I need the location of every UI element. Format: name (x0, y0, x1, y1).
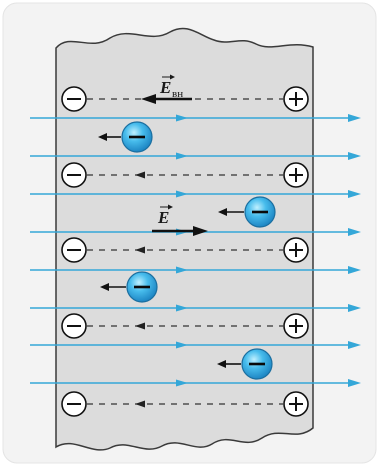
external-field-line (30, 304, 361, 312)
charge-pair (61, 313, 309, 339)
external-field-line-arrowhead-right (348, 266, 361, 274)
charge-pair (61, 237, 309, 263)
internal-field-subscript: вн (172, 88, 183, 100)
external-field-vector (152, 226, 208, 236)
external-field-line-arrowhead-mid (176, 304, 188, 312)
external-field-line (30, 114, 361, 122)
free-electron (100, 271, 158, 303)
external-field-line-arrowhead-right (348, 341, 361, 349)
external-field-line (30, 379, 361, 387)
external-field-line-arrowhead-mid (176, 190, 188, 198)
charge-pair (61, 391, 309, 417)
electron-force-arrow-head (218, 208, 227, 216)
external-field-line-arrowhead-right (348, 379, 361, 387)
external-field-vector-head (193, 226, 208, 236)
internal-field-symbol: E (159, 78, 171, 97)
external-field-label: E (157, 204, 173, 227)
external-field-line (30, 152, 361, 160)
free-electron (217, 348, 273, 380)
external-field-line-arrowhead-mid (176, 152, 188, 160)
external-field-line-arrowhead-mid (176, 266, 188, 274)
external-field-line-arrowhead-right (348, 304, 361, 312)
internal-field-label: E вн (159, 74, 183, 100)
external-field-label-vector-arrowhead (168, 204, 173, 210)
free-electron (218, 196, 276, 228)
external-field-line-arrowhead-mid (176, 341, 188, 349)
external-field-line-arrowhead-right (348, 152, 361, 160)
external-field-line-arrowhead-right (348, 228, 361, 236)
internal-field-line-arrowhead (135, 400, 145, 408)
external-field-line-arrowhead-mid (176, 379, 188, 387)
electron-force-arrow-head (98, 133, 107, 141)
free-electrons (98, 121, 276, 380)
internal-field-vector-head (141, 94, 156, 104)
internal-field-label-vector-arrowhead (170, 74, 175, 80)
external-field-line-arrowhead-right (348, 114, 361, 122)
internal-field-line-arrowhead (135, 246, 145, 254)
external-field-line-arrowhead-right (348, 190, 361, 198)
external-field-line (30, 190, 361, 198)
external-field-symbol: E (157, 208, 169, 227)
internal-field-line-arrowhead (135, 171, 145, 179)
external-field-line (30, 341, 361, 349)
electron-force-arrow-head (100, 283, 109, 291)
free-electron (98, 121, 153, 153)
external-field-line (30, 266, 361, 274)
charge-pair (61, 86, 309, 112)
charge-pair (61, 162, 309, 188)
conductor-slab (55, 27, 314, 451)
electron-force-arrow-head (217, 360, 226, 368)
internal-field-line-arrowhead (135, 322, 145, 330)
surface-charges (61, 86, 309, 417)
external-field-line-arrowhead-mid (176, 114, 188, 122)
